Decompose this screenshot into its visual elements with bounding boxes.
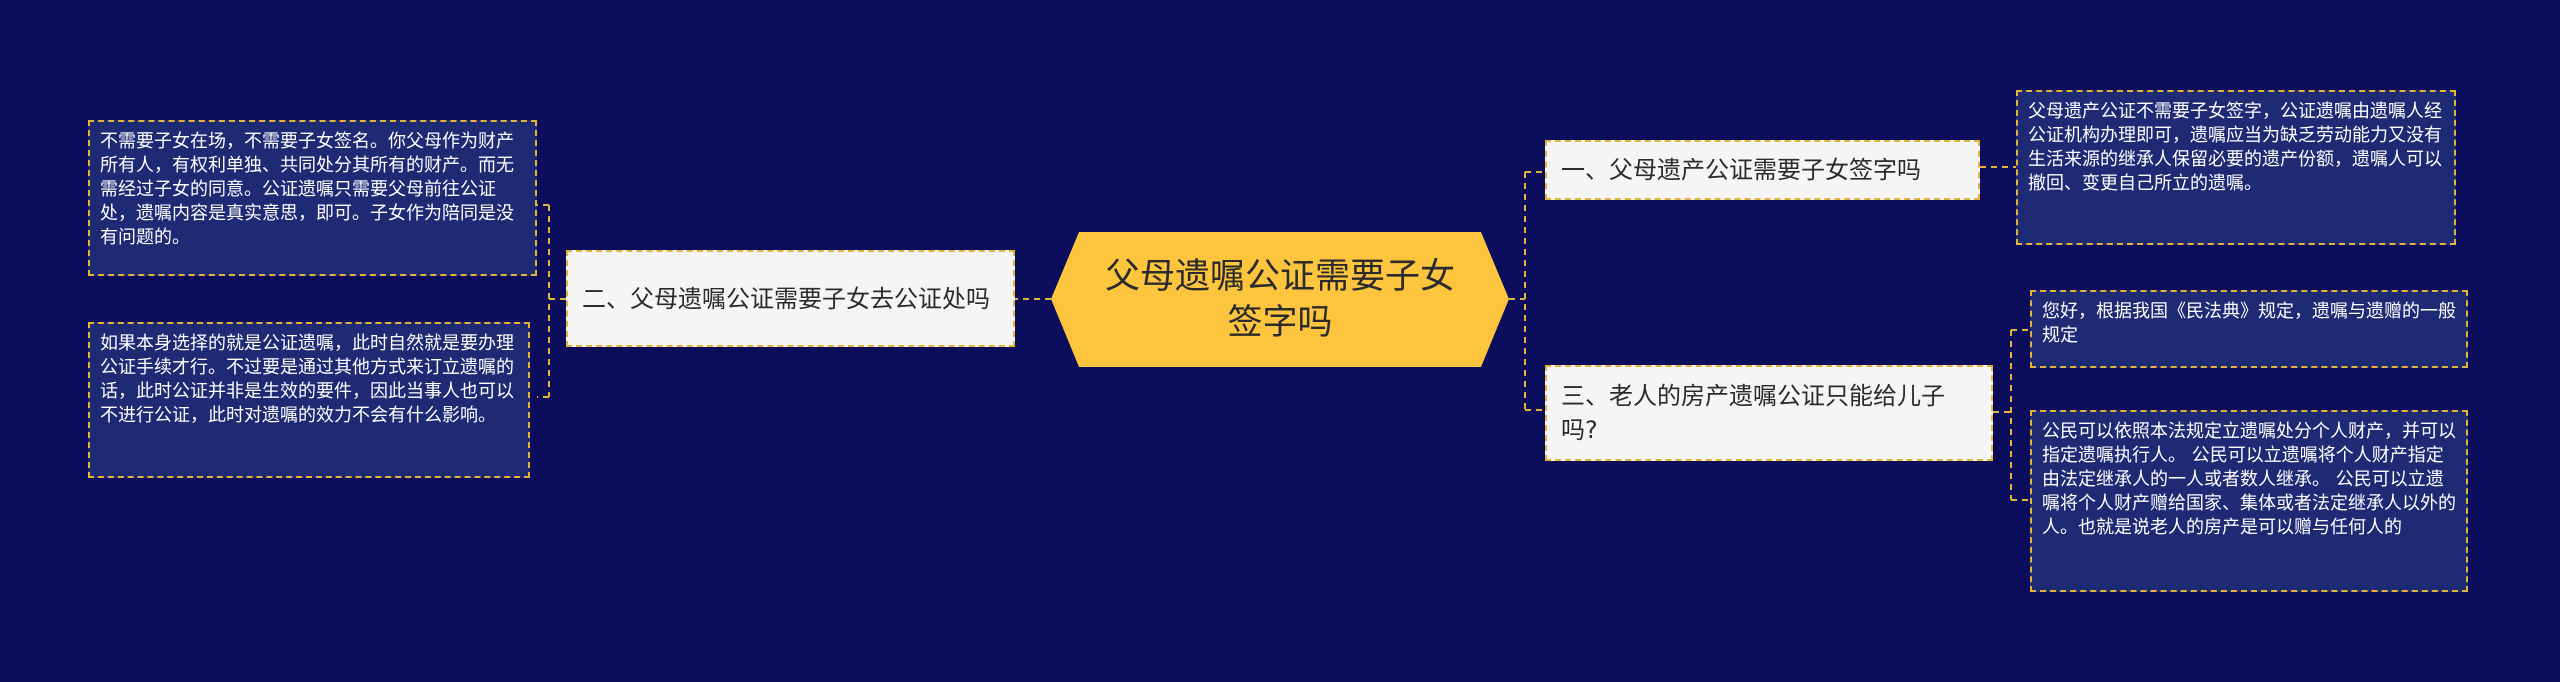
leaf-node-3-1-text: 您好，根据我国《民法典》规定，遗嘱与遗赠的一般规定 <box>2042 301 2456 346</box>
leaf-node-1-1[interactable]: 父母遗产公证不需要子女签字，公证遗嘱由遗嘱人经公证机构办理即可，遗嘱应当为缺乏劳… <box>2016 90 2456 245</box>
topic-node-1[interactable]: 一、父母遗产公证需要子女签字吗 <box>1545 140 1980 200</box>
topic-node-2[interactable]: 二、父母遗嘱公证需要子女去公证处吗 <box>566 250 1015 347</box>
connector-center-to-topics-right <box>1509 171 1545 411</box>
topic-node-1-label: 一、父母遗产公证需要子女签字吗 <box>1561 156 1921 184</box>
leaf-node-3-2-text: 公民可以依照本法规定立遗嘱处分个人财产，并可以指定遗嘱执行人。 公民可以立遗嘱将… <box>2042 421 2456 538</box>
leaf-node-3-2[interactable]: 公民可以依照本法规定立遗嘱处分个人财产，并可以指定遗嘱执行人。 公民可以立遗嘱将… <box>2030 410 2468 592</box>
leaf-node-1-1-text: 父母遗产公证不需要子女签字，公证遗嘱由遗嘱人经公证机构办理即可，遗嘱应当为缺乏劳… <box>2028 101 2442 194</box>
leaf-node-3-1[interactable]: 您好，根据我国《民法典》规定，遗嘱与遗赠的一般规定 <box>2030 290 2468 368</box>
central-topic-label: 父母遗嘱公证需要子女签字吗 <box>1104 256 1455 343</box>
central-topic[interactable]: 父母遗嘱公证需要子女签字吗 <box>1051 232 1509 367</box>
leaf-node-2-2[interactable]: 如果本身选择的就是公证遗嘱，此时自然就是要办理公证手续才行。不过要是通过其他方式… <box>88 322 530 478</box>
connector-topic-2-to-leaves <box>537 204 566 398</box>
connector-topic-3-to-leaves <box>1993 329 2030 501</box>
leaf-node-2-1-text: 不需要子女在场，不需要子女签名。你父母作为财产所有人，有权利单独、共同处分其所有… <box>100 131 514 248</box>
topic-node-3[interactable]: 三、老人的房产遗嘱公证只能给儿子吗? <box>1545 365 1993 461</box>
leaf-node-2-2-text: 如果本身选择的就是公证遗嘱，此时自然就是要办理公证手续才行。不过要是通过其他方式… <box>100 333 514 426</box>
topic-node-3-label: 三、老人的房产遗嘱公证只能给儿子吗? <box>1561 382 1945 444</box>
topic-node-2-label: 二、父母遗嘱公证需要子女去公证处吗 <box>582 284 990 313</box>
leaf-node-2-1[interactable]: 不需要子女在场，不需要子女签名。你父母作为财产所有人，有权利单独、共同处分其所有… <box>88 120 537 276</box>
